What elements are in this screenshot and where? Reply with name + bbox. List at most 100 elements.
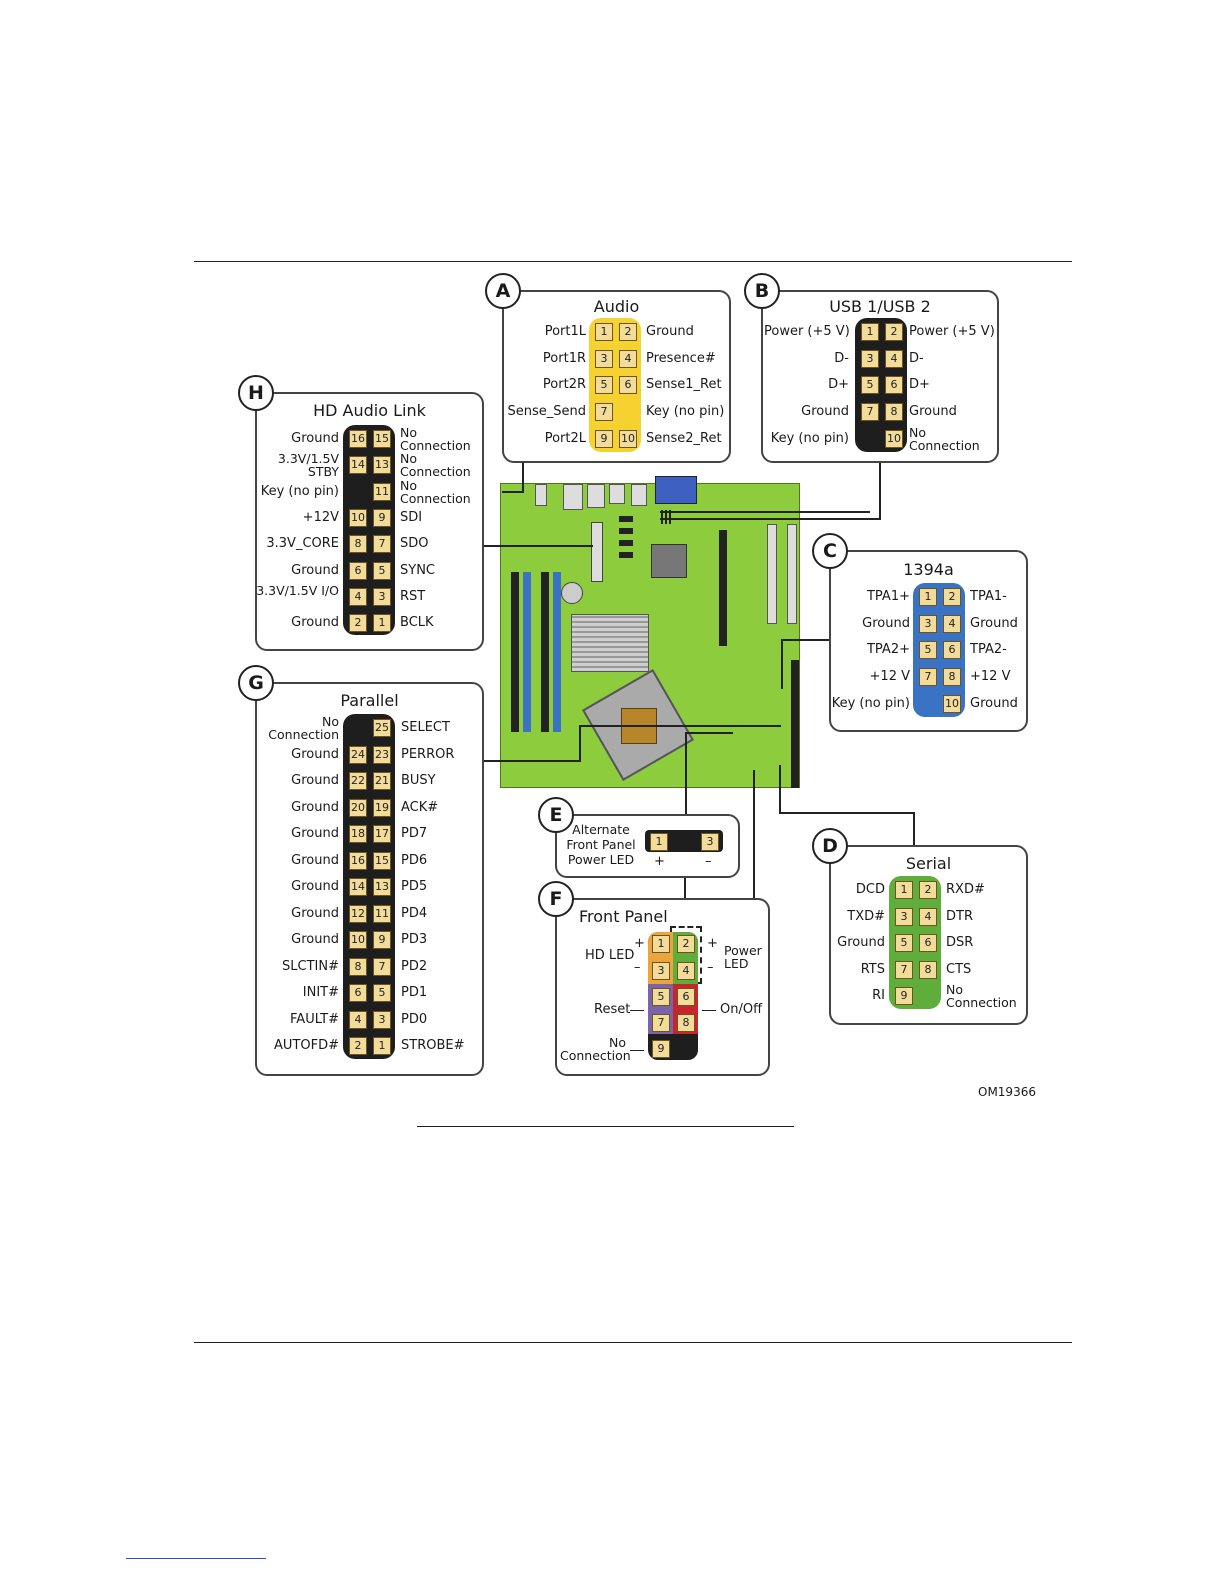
pin-number: 4 (619, 349, 637, 368)
pin-signal-right: PD3 (401, 932, 428, 947)
pin-signal-right: PD7 (401, 826, 428, 841)
pin-signal-left: 3.3V_CORE (266, 536, 339, 552)
vga-port (655, 476, 697, 504)
pin-signal-right: D- (909, 350, 924, 366)
pin-number: 9 (373, 931, 391, 949)
leader-wire (483, 760, 581, 762)
pin-signal-left: +12 V (869, 669, 910, 685)
pin-number: 2 (885, 323, 903, 341)
pin-number: 25 (373, 719, 391, 737)
pin-number: 14 (349, 456, 367, 475)
pin-signal-right: PD4 (401, 905, 428, 921)
connector-title: Audio (593, 297, 640, 316)
fp-pin: 5 (652, 988, 670, 1006)
pin-signal-right: SELECT (401, 720, 450, 735)
pin-number: 18 (349, 825, 367, 843)
pin-signal-left: AUTOFD# (274, 1038, 339, 1053)
pin-number: 5 (919, 641, 937, 660)
pin-signal-right: Key (no pin) (646, 404, 725, 420)
pin-number: 5 (373, 984, 391, 1002)
fp-hd-led-plus: + (634, 936, 645, 951)
pin-signal-right: No Connection (909, 424, 980, 453)
io-port (535, 484, 547, 506)
pin-signal-left: No Connection (268, 714, 339, 742)
leader-wire (913, 812, 915, 846)
pin-signal-left: SLCTIN# (282, 958, 339, 974)
io-port (631, 484, 647, 506)
connector-title: HD Audio Link (313, 401, 426, 420)
leader-wire (781, 639, 783, 689)
pin-number: 3 (373, 1010, 391, 1029)
caption-rule (417, 1126, 794, 1127)
pin-signal-left: RTS (860, 961, 885, 977)
connector-badge-e: E (538, 797, 574, 833)
sata-connector (619, 528, 633, 534)
pin-signal-left: INIT# (302, 985, 339, 1000)
pin-signal-right: Ground (970, 615, 1018, 631)
pin-number: 6 (619, 376, 637, 395)
leader-wire (685, 732, 733, 734)
connector-badge-c: C (812, 533, 848, 569)
pin-signal-left: TXD# (847, 908, 885, 924)
io-port (609, 484, 625, 504)
sata-connector (619, 540, 633, 546)
leader-wire (779, 812, 915, 814)
pin-number: 2 (943, 588, 961, 606)
pin-number: 4 (919, 907, 937, 926)
battery (561, 582, 583, 604)
pin-number: 3 (595, 349, 613, 368)
pin-signal-left: Ground (291, 826, 339, 841)
pin-signal-right: BUSY (401, 773, 436, 788)
connector-badge-d: D (812, 828, 848, 864)
leader-wire (502, 491, 524, 493)
pin-number: 7 (595, 403, 613, 422)
leader-wire (522, 462, 524, 492)
leader-wire (660, 518, 881, 520)
connector-badge-b: B (744, 273, 780, 309)
power-connector (591, 522, 603, 582)
pin-signal-left: DCD (855, 882, 885, 897)
pin-number: 1 (595, 323, 613, 341)
pin-signal-left: Ground (291, 879, 339, 894)
pin-number: 16 (349, 851, 367, 870)
pin-signal-right: STROBE# (401, 1038, 465, 1053)
pin-number: 10 (619, 429, 637, 448)
pin-signal-right: PD2 (401, 958, 428, 974)
pin-number: 1 (919, 588, 937, 606)
fp-pin: 6 (677, 988, 695, 1006)
connector-badge-f: F (538, 881, 574, 917)
pin-number: 15 (373, 430, 391, 448)
pin-number: 14 (349, 878, 367, 896)
pin-number: 13 (373, 456, 391, 475)
pin-number: 4 (349, 1010, 367, 1029)
pin-signal-right: TPA1- (970, 589, 1007, 604)
pin-number: 11 (373, 904, 391, 923)
fp-pin: 7 (652, 1014, 670, 1032)
pin-signal-left: Ground (291, 746, 339, 762)
pin-signal-right: No Connection (400, 477, 471, 506)
pin-number: 16 (349, 430, 367, 448)
pin-signal-right: CTS (946, 961, 972, 977)
memory-slot (553, 572, 561, 732)
pci-slot (787, 524, 797, 624)
pin-signal-left: Key (no pin) (260, 483, 339, 499)
pin-number: 22 (349, 772, 367, 790)
pin-number: 6 (885, 376, 903, 395)
pin-signal-left: +12V (302, 509, 339, 525)
pin-number: 3 (373, 587, 391, 606)
fp-onoff-tick (702, 1010, 716, 1011)
alt-led-minus: – (705, 854, 712, 869)
io-port (563, 484, 583, 510)
pin-signal-right: PERROR (401, 746, 455, 762)
pin-signal-right: BCLK (400, 615, 434, 631)
pin-signal-right: No Connection (400, 451, 471, 480)
fp-pin: 4 (677, 962, 695, 980)
pin-signal-left: D- (834, 350, 849, 366)
connector-badge-a: A (485, 273, 521, 309)
fp-pin: 1 (652, 935, 670, 953)
pin-number: 19 (373, 798, 391, 817)
pin-signal-right: RST (400, 588, 426, 604)
fp-pin: 8 (677, 1014, 695, 1032)
pin-number: 3 (919, 614, 937, 633)
fp-reset-label: Reset (594, 1002, 631, 1017)
